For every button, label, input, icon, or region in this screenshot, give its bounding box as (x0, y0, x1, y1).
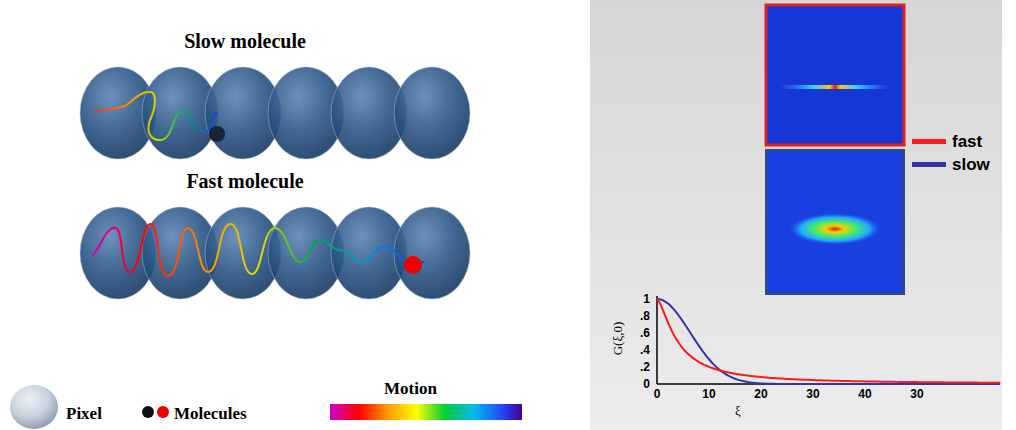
legend-swatch (912, 139, 946, 144)
tick-label: 30 (910, 388, 923, 400)
tick-label: 0 (654, 388, 661, 400)
legend-text: Molecules (174, 405, 247, 422)
tick-label: 20 (754, 388, 767, 400)
tick-label: 0 (643, 378, 650, 390)
tick-label: .8 (640, 310, 650, 322)
legend-text: slow (952, 156, 990, 173)
row-title: Fast molecule (186, 171, 303, 191)
tick-label: 1 (643, 293, 650, 305)
tick-label: 30 (806, 388, 819, 400)
axis-title: ξ (735, 404, 741, 417)
legend-text: fast (952, 133, 982, 150)
row-title: Slow molecule (184, 31, 306, 51)
tick-label: .2 (640, 361, 650, 373)
legend-text: Pixel (66, 405, 102, 422)
tick-label: .4 (640, 344, 650, 356)
tick-label: 40 (858, 388, 871, 400)
tick-label: .6 (640, 327, 650, 339)
legend-swatch (912, 162, 946, 167)
tick-label: 10 (702, 388, 715, 400)
legend-text: Motion (384, 380, 437, 397)
axis-title: G(ξ,0) (612, 321, 625, 355)
